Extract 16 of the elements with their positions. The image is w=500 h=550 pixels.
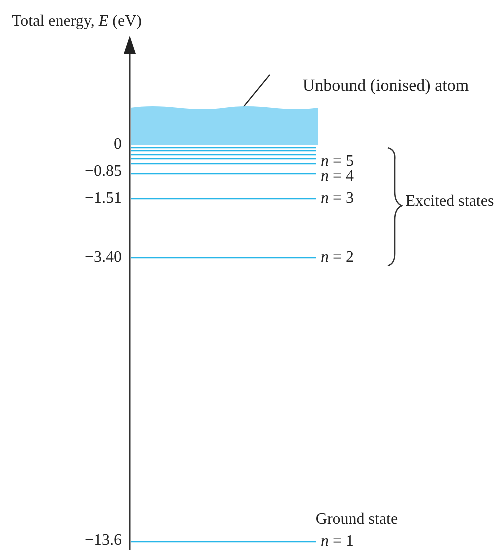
axis-label: −1.51	[84, 190, 122, 208]
axis-label: n = 1	[321, 533, 356, 550]
axis-label: −0.85	[84, 163, 122, 181]
axis-label: n = 3	[321, 190, 356, 208]
axis-label: 0	[113, 136, 122, 154]
continuum-band	[131, 105, 318, 145]
axis-label: n = 2	[321, 249, 356, 267]
band-label: Unbound (ionised) atom	[302, 76, 470, 96]
axis-label: Excited states	[404, 193, 496, 211]
axis-label: Total energy, E (eV)	[12, 13, 143, 31]
axis-label: n = 5	[321, 153, 356, 170]
axis-label: −13.6	[84, 532, 122, 550]
leader-line	[242, 74, 270, 108]
axis-label: −3.40	[84, 249, 122, 267]
axis-label: Ground state	[314, 511, 400, 529]
axis-label: n = 4	[321, 168, 356, 186]
